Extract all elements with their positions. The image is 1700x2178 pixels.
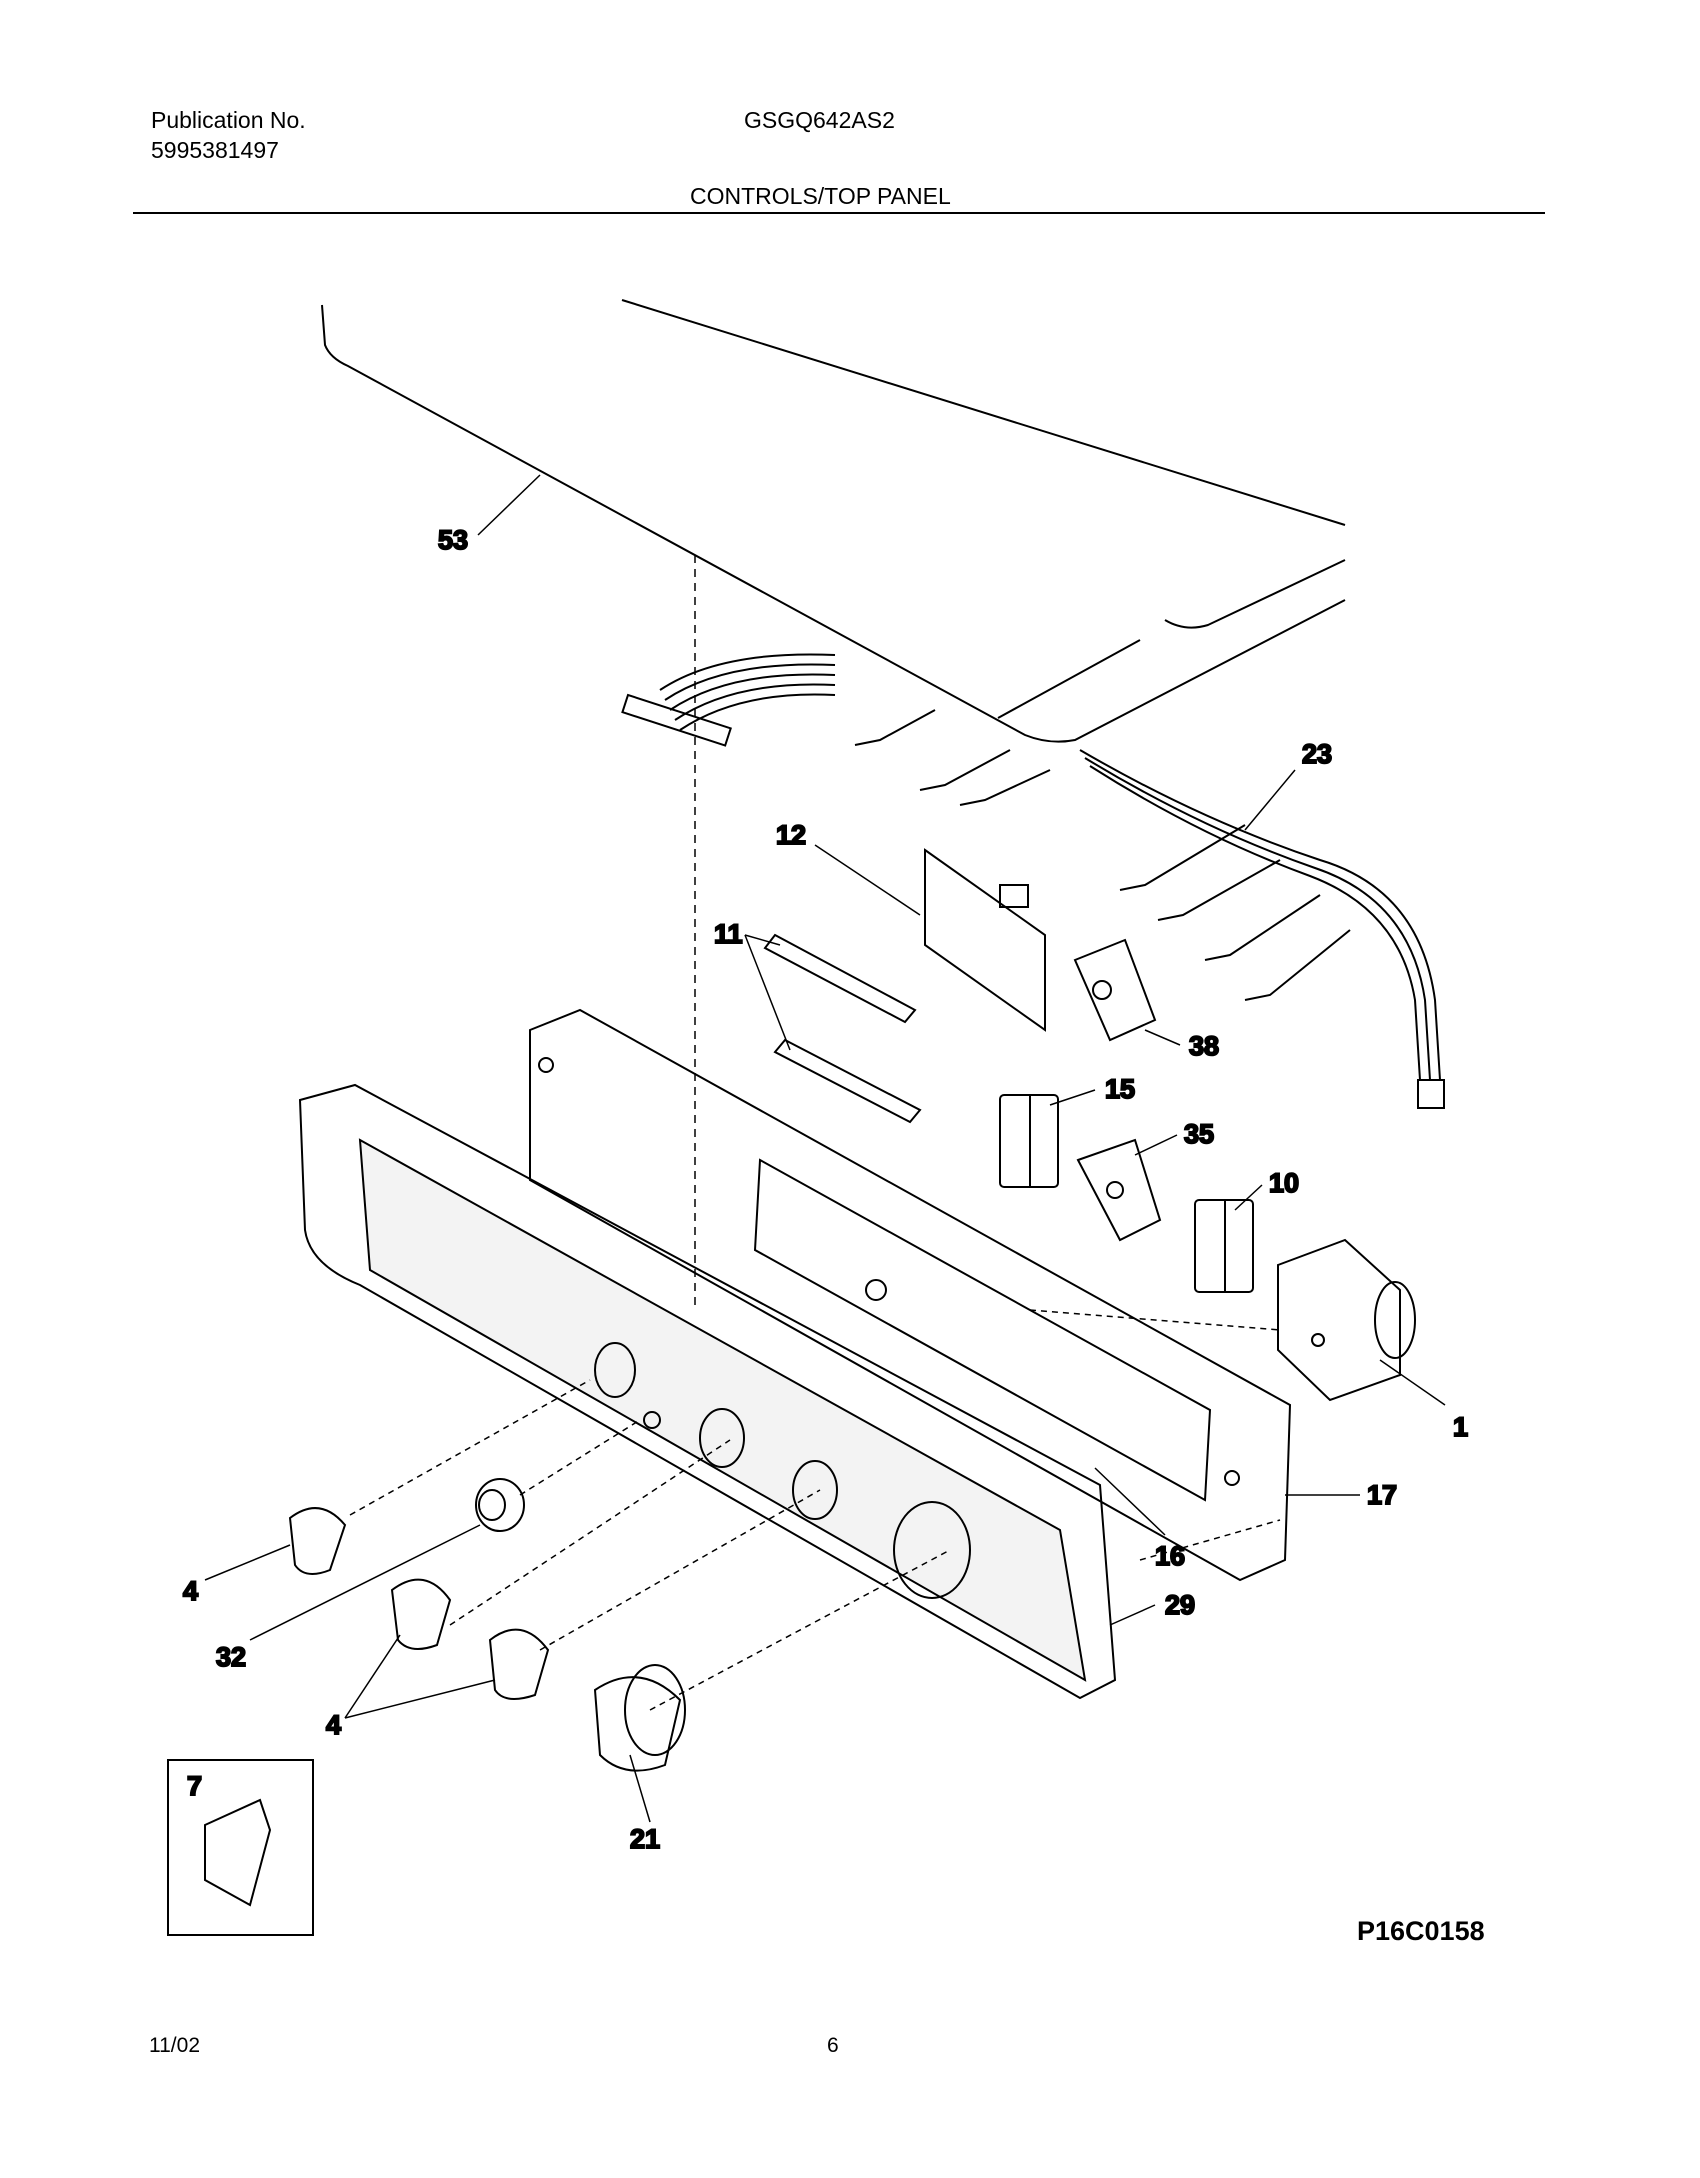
knob-4c	[488, 1628, 550, 1700]
top-panel	[321, 299, 1346, 743]
leader-lines	[204, 474, 1446, 1823]
callout-7: 7	[187, 1771, 202, 1801]
clip-inset	[167, 1759, 314, 1936]
callout-23: 23	[1302, 739, 1332, 769]
callout-10: 10	[1269, 1168, 1299, 1198]
callout-32: 32	[216, 1642, 246, 1672]
board-brackets	[763, 933, 922, 1124]
callout-53: 53	[438, 525, 468, 555]
callout-1: 1	[1453, 1412, 1468, 1442]
callout-4b: 4	[326, 1710, 341, 1740]
page-number: 6	[827, 2034, 839, 2057]
timer	[1277, 1238, 1416, 1402]
callout-15: 15	[1105, 1074, 1135, 1104]
publication-number: 5995381497	[151, 137, 279, 163]
control-board	[924, 848, 1046, 1032]
callout-12: 12	[776, 820, 806, 850]
callout-35: 35	[1184, 1119, 1214, 1149]
switch-15	[999, 1094, 1059, 1188]
diagram-id: P16C0158	[1357, 1916, 1485, 1946]
section-title: CONTROLS/TOP PANEL	[690, 183, 951, 209]
explode-lines	[349, 1309, 1281, 1711]
switch-35	[1076, 1138, 1162, 1242]
wire-harness	[1079, 749, 1445, 1109]
timer-knob-21	[593, 1664, 686, 1772]
callout-38: 38	[1189, 1031, 1219, 1061]
callout-11: 11	[714, 919, 743, 949]
console-29	[298, 1083, 1117, 1700]
callout-16: 16	[1155, 1541, 1185, 1571]
model-number: GSGQ642AS2	[744, 107, 895, 133]
callout-17: 17	[1367, 1480, 1397, 1510]
switch-10	[1194, 1199, 1254, 1293]
publication-date: 11/02	[149, 2034, 200, 2057]
header-rule	[133, 212, 1545, 214]
push-button-32	[475, 1478, 525, 1532]
knob-4a	[288, 1507, 347, 1575]
callout-29: 29	[1165, 1590, 1195, 1620]
wire-terminals-top	[854, 709, 1051, 806]
publication-label: Publication No.	[151, 107, 306, 133]
callout-4a: 4	[183, 1576, 198, 1606]
wire-connector	[621, 653, 836, 747]
callout-21: 21	[630, 1824, 660, 1854]
switch-38	[1073, 938, 1157, 1042]
knob-4b	[390, 1578, 452, 1650]
